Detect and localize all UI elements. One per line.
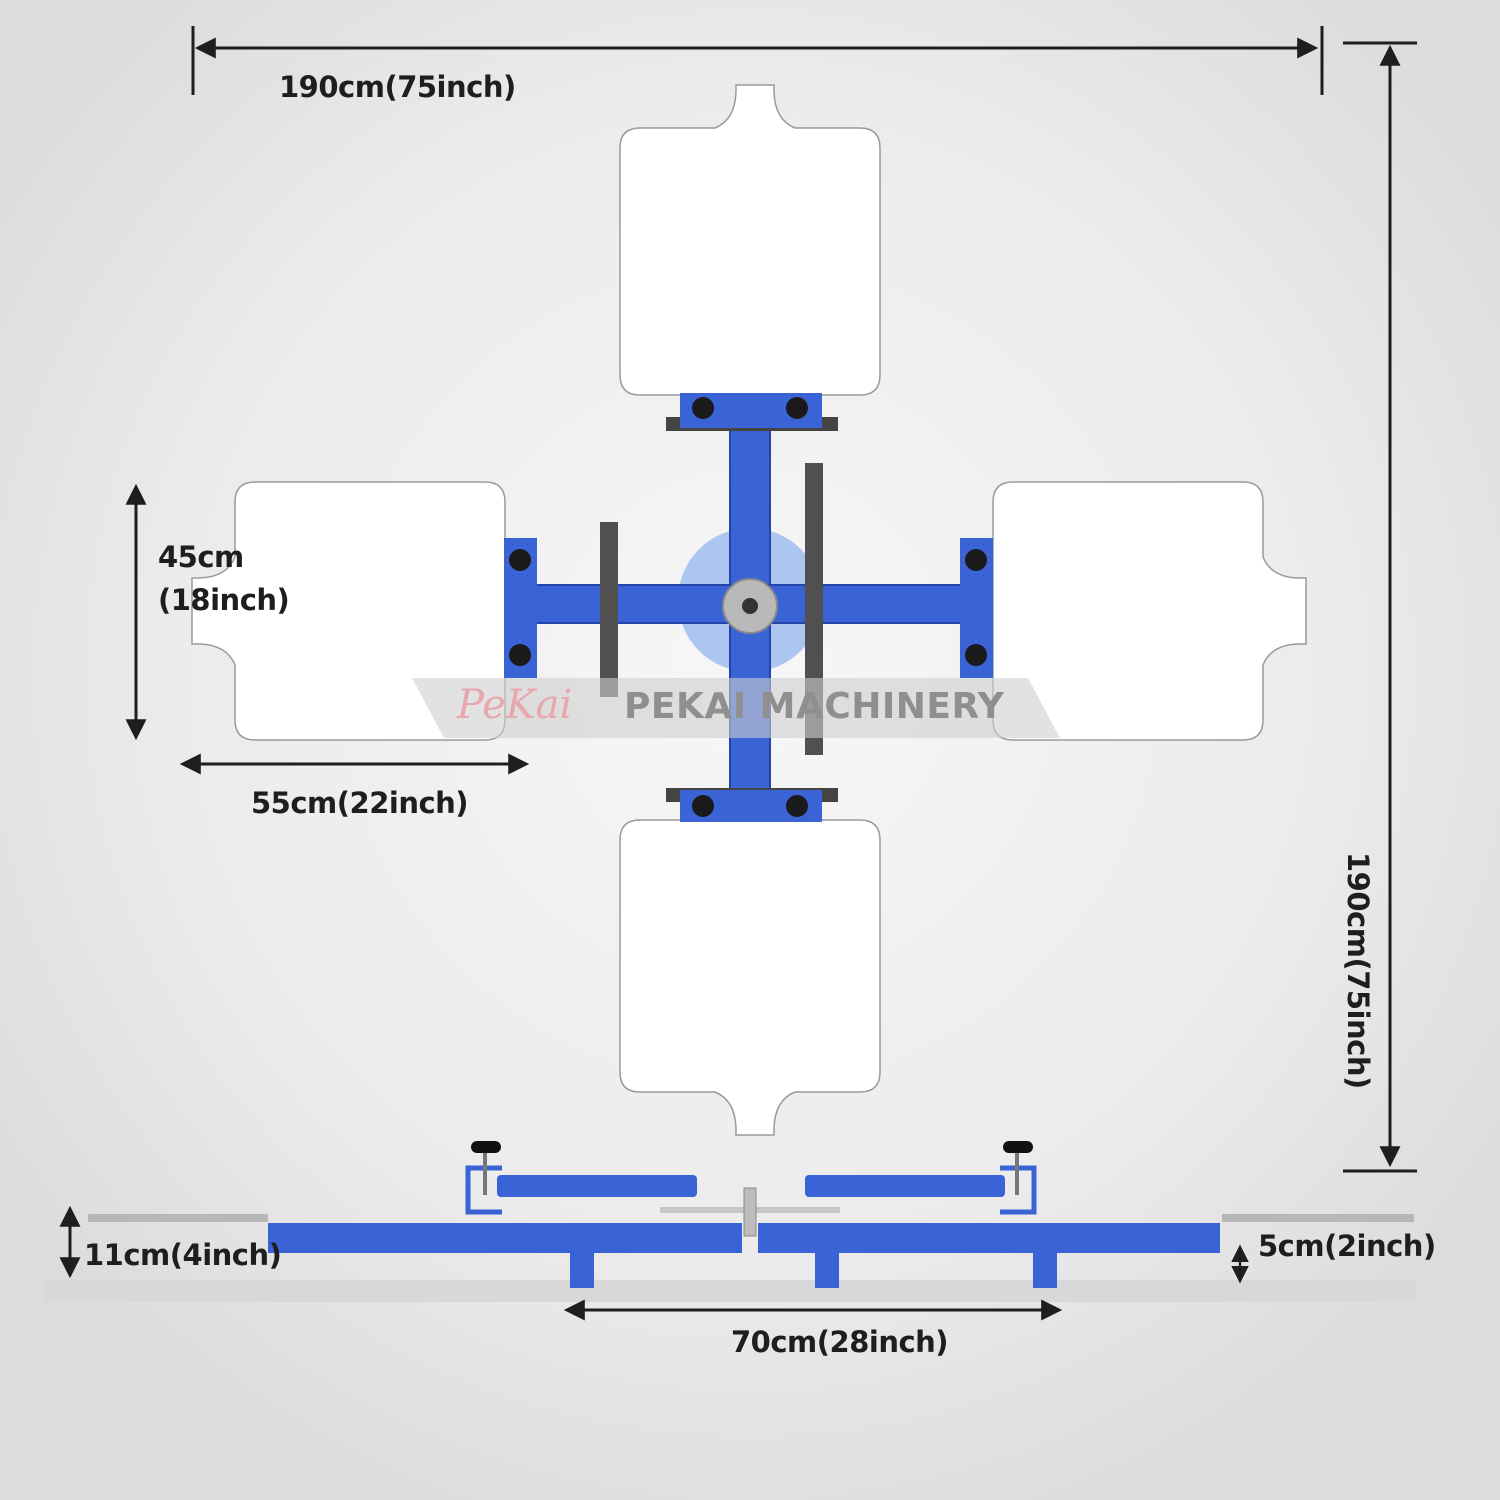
side-arm-right bbox=[805, 1175, 1005, 1197]
watermark-company-name: PEKAI MACHINERY bbox=[624, 686, 1005, 727]
hub-bolt bbox=[742, 598, 758, 614]
watermark-band bbox=[412, 678, 1060, 738]
clamp-knob-left bbox=[471, 1141, 501, 1153]
bolt bbox=[786, 397, 808, 419]
clamp-screw-left bbox=[483, 1150, 487, 1195]
bolt bbox=[965, 644, 987, 666]
bolt bbox=[692, 397, 714, 419]
base-side-view bbox=[45, 1141, 1415, 1302]
base-span-label: 70cm(28inch) bbox=[731, 1325, 949, 1359]
overall-height-label: 190cm(75inch) bbox=[1341, 852, 1375, 1089]
base-beam-left bbox=[268, 1223, 742, 1253]
bolt bbox=[692, 795, 714, 817]
bolt bbox=[509, 644, 531, 666]
pallet-height-label-inch: (18inch) bbox=[158, 583, 290, 617]
bolt bbox=[786, 795, 808, 817]
pallet-top bbox=[619, 84, 881, 396]
base-height-label: 11cm(4inch) bbox=[84, 1238, 282, 1272]
watermark-brand-logo: PeKai bbox=[457, 682, 573, 728]
base-leg bbox=[815, 1250, 839, 1288]
side-arm-left bbox=[497, 1175, 697, 1197]
bolt bbox=[509, 549, 531, 571]
pallet-bottom bbox=[619, 819, 881, 1136]
center-post bbox=[743, 1187, 757, 1237]
base-leg bbox=[570, 1250, 594, 1288]
pallet-edge-right bbox=[1222, 1214, 1414, 1222]
arm-thickness-label: 5cm(2inch) bbox=[1258, 1229, 1436, 1263]
clamp-screw-right bbox=[1015, 1150, 1019, 1195]
pallet-edge-left bbox=[88, 1214, 268, 1222]
pallet-height-label-cm: 45cm bbox=[158, 540, 244, 574]
bolt bbox=[965, 549, 987, 571]
base-beam-right bbox=[758, 1223, 1220, 1253]
overall-width-label: 190cm(75inch) bbox=[279, 70, 516, 104]
base-leg bbox=[1033, 1250, 1057, 1288]
guide-bar-left bbox=[600, 522, 618, 697]
pallet-width-label: 55cm(22inch) bbox=[251, 786, 469, 820]
clamp-knob-right bbox=[1003, 1141, 1033, 1153]
floor-surface bbox=[45, 1280, 1415, 1302]
